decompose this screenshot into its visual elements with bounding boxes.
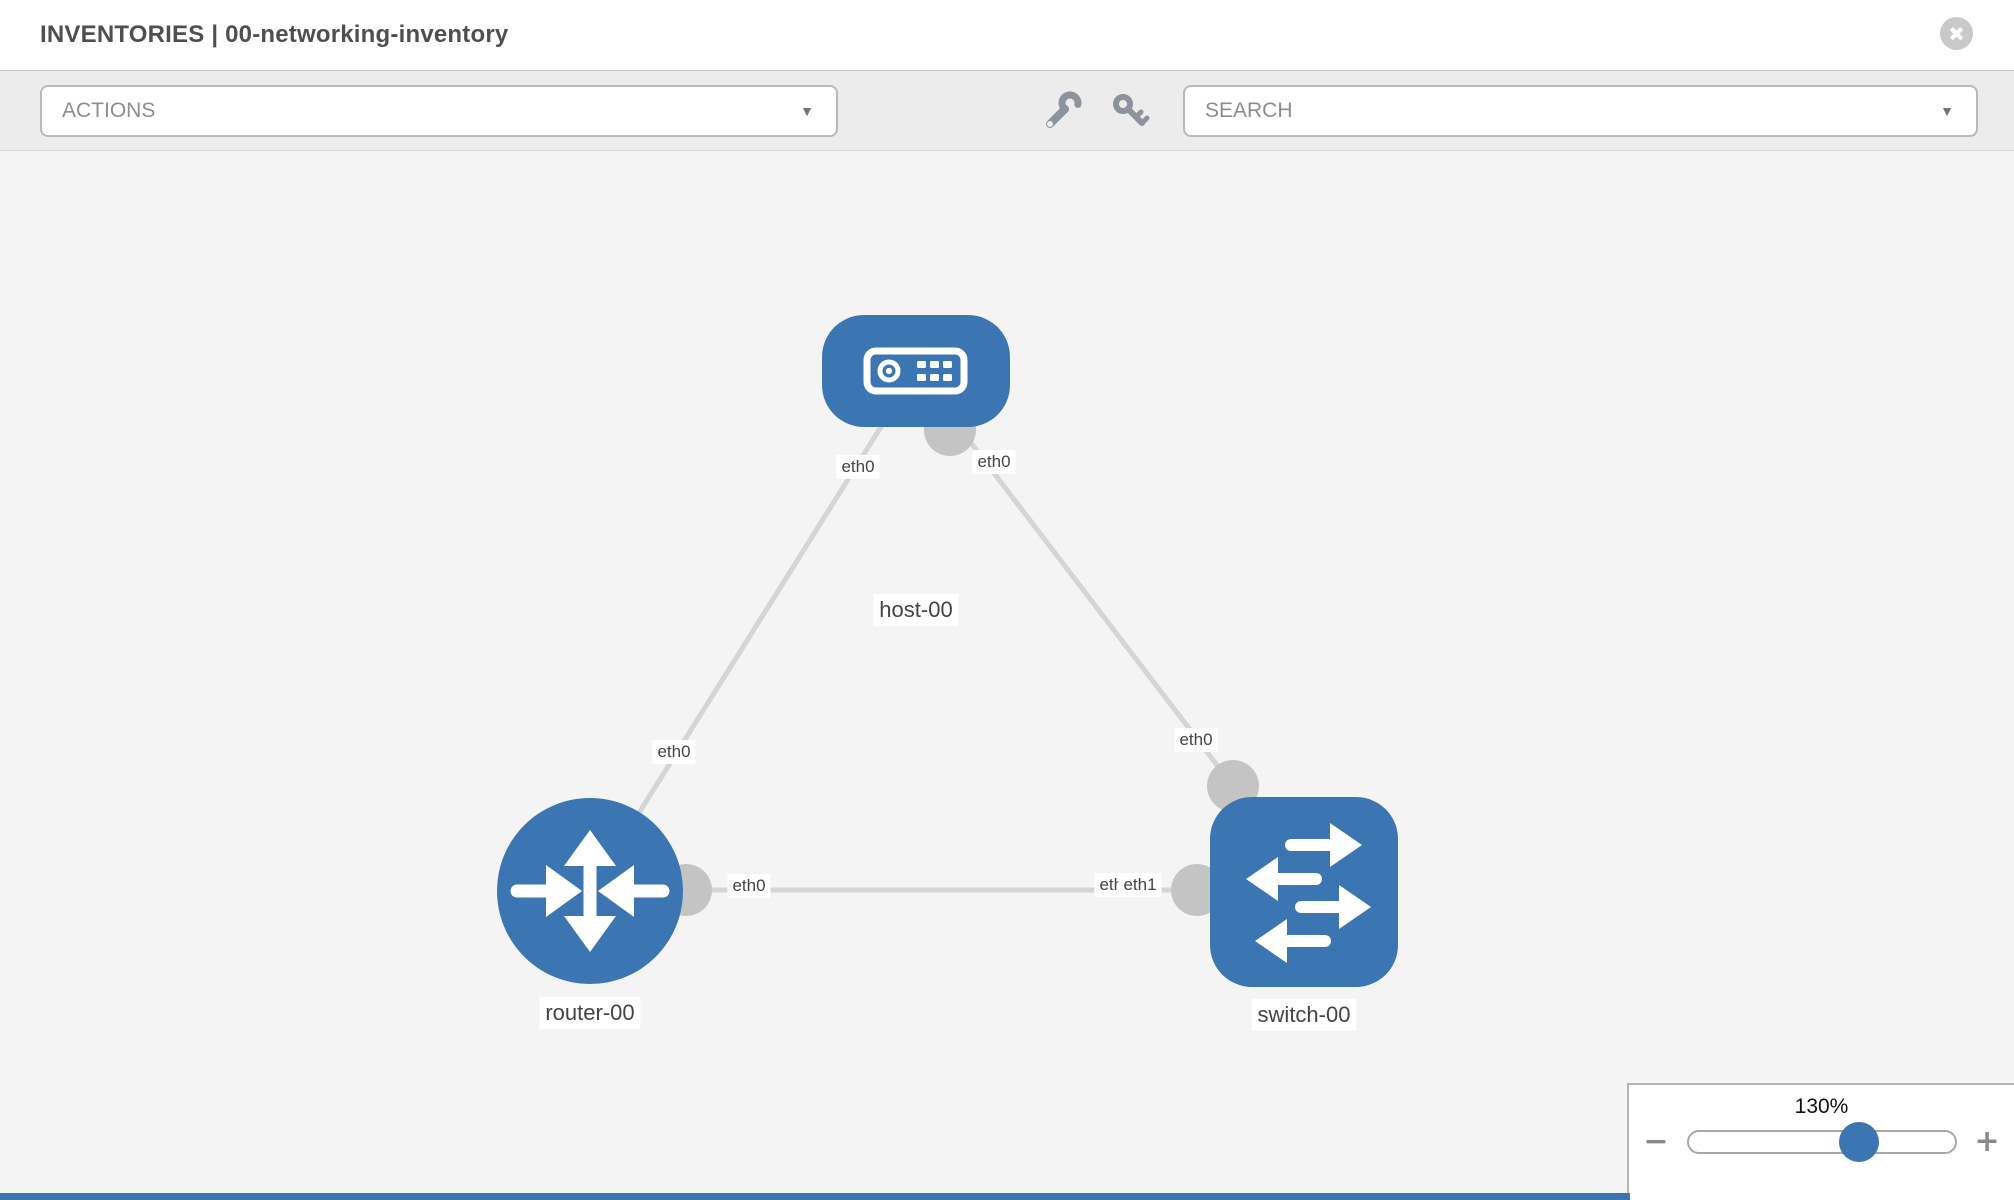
close-icon: ✖ xyxy=(1948,21,1965,46)
topology-canvas[interactable]: host-00 router-00 switch-00 eth0 eth0 et… xyxy=(0,152,2014,1200)
chevron-down-icon: ▼ xyxy=(1940,103,1954,119)
zoom-panel: 130% − + xyxy=(1627,1083,2014,1200)
interface-label-switch-uplink: eth0 xyxy=(1174,728,1218,752)
host-icon xyxy=(863,347,968,395)
router-icon xyxy=(510,830,670,952)
header: INVENTORIES | 00-networking-inventory ✖ xyxy=(0,0,2014,70)
key-icon xyxy=(1113,94,1150,126)
node-label-router-00: router-00 xyxy=(539,997,641,1029)
interface-label-switch-left: eth1 xyxy=(1118,873,1162,897)
node-label-switch-00: switch-00 xyxy=(1251,999,1357,1031)
search-dropdown-label: SEARCH xyxy=(1205,99,1293,122)
chevron-down-icon: ▼ xyxy=(800,103,814,119)
page-title: INVENTORIES | 00-networking-inventory xyxy=(40,21,509,48)
actions-dropdown[interactable]: ACTIONS ▼ xyxy=(40,85,838,137)
zoom-slider[interactable] xyxy=(1686,1122,1957,1162)
zoom-level-value: 130% xyxy=(1794,1095,1849,1118)
search-dropdown[interactable]: SEARCH ▼ xyxy=(1183,85,1978,137)
node-label-host-00: host-00 xyxy=(873,594,959,626)
close-button[interactable]: ✖ xyxy=(1940,17,1973,50)
zoom-out-button[interactable]: − xyxy=(1643,1124,1669,1159)
interface-label-router-right: eth0 xyxy=(727,874,771,898)
toolbar: ACTIONS ▼ SEAR xyxy=(0,70,2014,151)
topology-graph xyxy=(497,315,1398,987)
bottom-accent-bar xyxy=(0,1193,1630,1200)
credentials-button[interactable] xyxy=(1104,85,1156,137)
tools-button[interactable] xyxy=(1036,85,1088,137)
ports xyxy=(660,404,1259,916)
zoom-slider-thumb[interactable] xyxy=(1838,1122,1879,1162)
node-router-00[interactable] xyxy=(497,798,683,984)
wrench-icon xyxy=(1046,91,1082,128)
node-switch-00[interactable] xyxy=(1210,797,1398,987)
interface-label-host-right: eth0 xyxy=(972,450,1016,474)
switch-icon xyxy=(1246,823,1371,963)
actions-dropdown-label: ACTIONS xyxy=(62,99,156,122)
node-host-00[interactable] xyxy=(822,315,1010,427)
zoom-in-button[interactable]: + xyxy=(1974,1124,2000,1159)
interface-label-host-left: eth0 xyxy=(836,455,880,479)
interface-label-router-uplink: eth0 xyxy=(652,740,696,764)
links xyxy=(587,369,1235,893)
